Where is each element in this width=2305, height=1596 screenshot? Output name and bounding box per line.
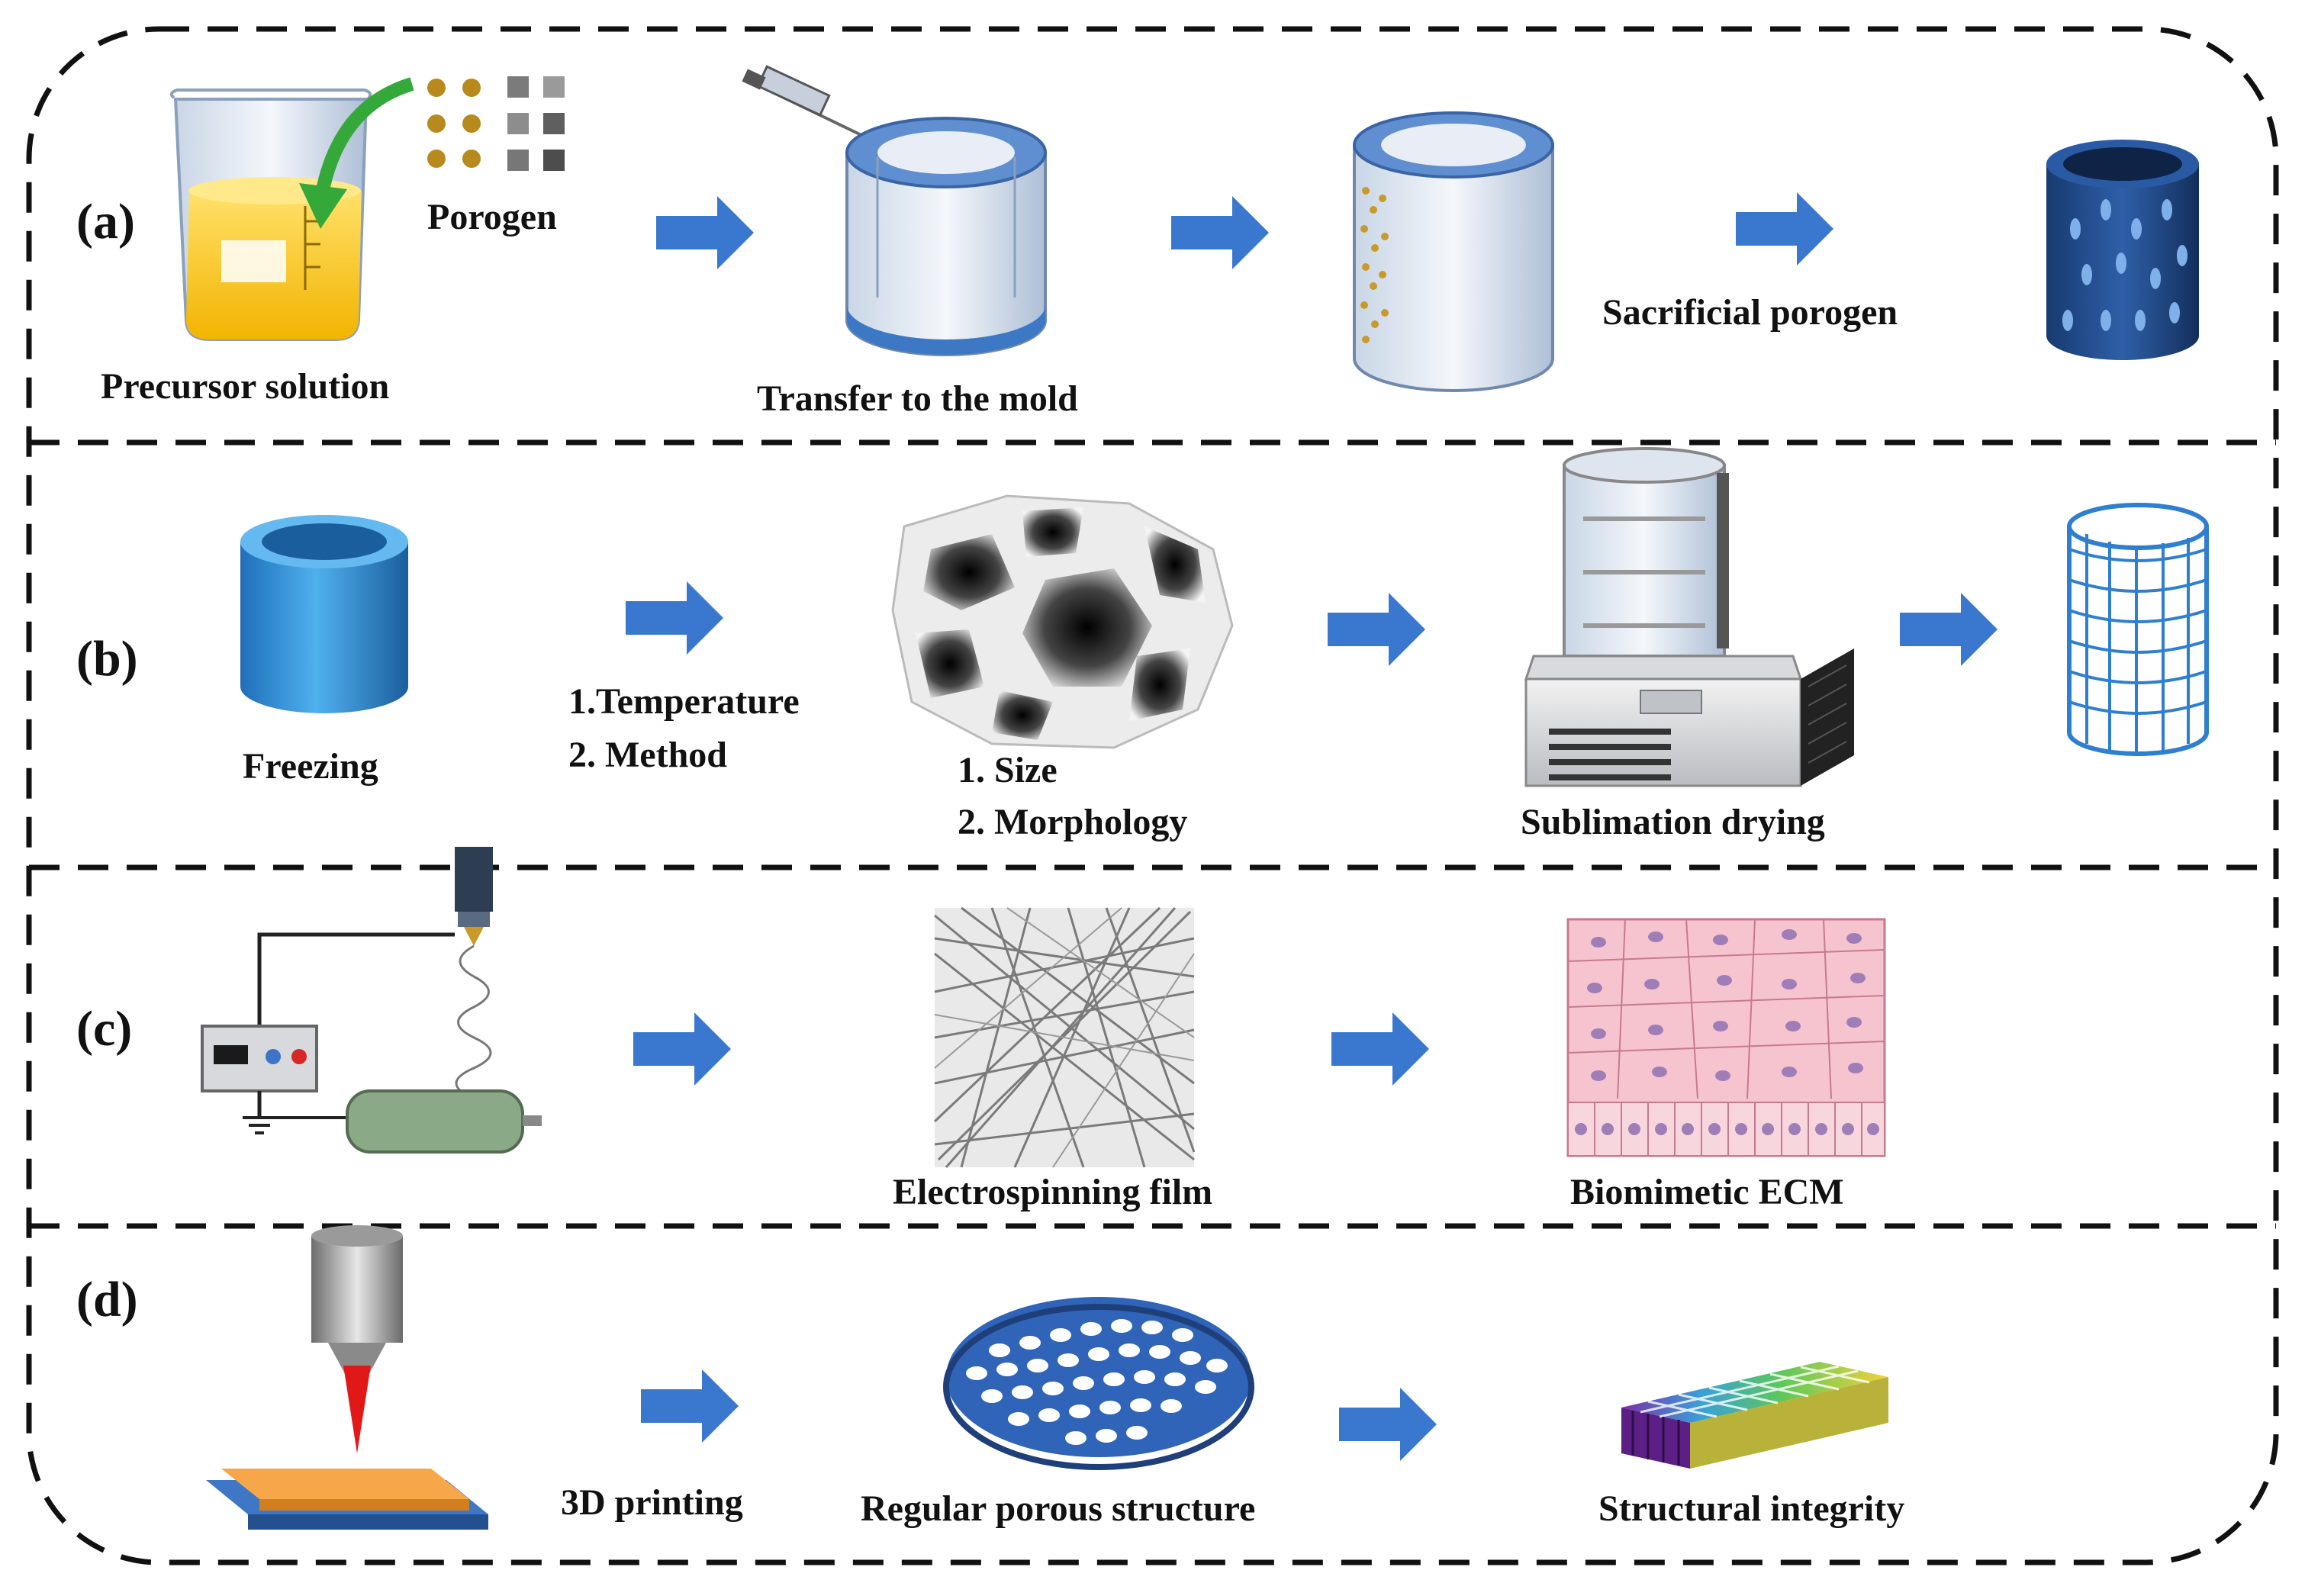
- size-label: 1. Size: [958, 750, 1058, 790]
- arrow-d1: [641, 1369, 739, 1443]
- arrow-b2: [1328, 593, 1425, 666]
- biomimetic-ecm-icon: [1566, 918, 1886, 1157]
- filled-mold-icon: [1353, 111, 1554, 392]
- electrospinning-setup-icon: [201, 847, 542, 1154]
- porogen-particles-icon: [427, 76, 565, 171]
- panel-a-label: (a): [76, 194, 135, 249]
- beaker-icon: [169, 88, 372, 341]
- arrow-a3: [1736, 192, 1833, 265]
- arrow-b1: [626, 581, 723, 655]
- regular-porous-label: Regular porous structure: [861, 1488, 1255, 1529]
- morphology-label: 2. Morphology: [958, 802, 1187, 842]
- lattice-block-icon: [1621, 1362, 1888, 1469]
- curved-arrow-icon: [299, 77, 414, 229]
- sacrificial-porogen-label: Sacrificial porogen: [1602, 292, 1898, 333]
- outer-frame: [26, 26, 2279, 1565]
- panel-b: (b) Freezing 1.Temperature 2. Method 1. …: [76, 447, 2209, 842]
- printer-nozzle-icon: [206, 1225, 488, 1530]
- arrow-d2: [1339, 1388, 1437, 1461]
- structural-integrity-label: Structural integrity: [1598, 1488, 1904, 1529]
- freezing-label: Freezing: [243, 746, 378, 787]
- fiber-mat-icon: [933, 906, 1196, 1168]
- porous-scaffold-icon: [2046, 140, 2199, 360]
- panel-c-label: (c): [76, 1001, 132, 1057]
- arrow-b3: [1900, 593, 1998, 666]
- electrospinning-film-label: Electrospinning film: [893, 1172, 1212, 1212]
- temperature-label: 1.Temperature: [568, 681, 800, 722]
- panel-c: (c): [76, 847, 1886, 1212]
- ice-pores-icon: [891, 494, 1234, 749]
- panel-b-label: (b): [76, 631, 138, 687]
- biomimetic-ecm-label: Biomimetic ECM: [1570, 1172, 1844, 1212]
- porous-mesh-cylinder-icon: [2067, 503, 2209, 756]
- sublimation-drying-label: Sublimation drying: [1521, 802, 1825, 842]
- mold-icon: [845, 117, 1047, 356]
- arrow-c1: [633, 1012, 731, 1086]
- panel-d-label: (d): [76, 1272, 138, 1327]
- arrow-c2: [1331, 1012, 1429, 1086]
- porogen-label: Porogen: [427, 197, 557, 237]
- arrow-a1: [656, 196, 754, 269]
- freeze-dryer-icon: [1524, 447, 1854, 787]
- honeycomb-disk-icon: [943, 1297, 1254, 1470]
- panel-a: (a): [76, 65, 2199, 419]
- transfer-mold-label: Transfer to the mold: [757, 378, 1078, 419]
- freezing-cylinder-icon: [240, 515, 408, 713]
- 3d-printing-label: 3D printing: [561, 1482, 743, 1523]
- panel-d: (d) 3D printing: [76, 1225, 1904, 1530]
- precursor-solution-label: Precursor solution: [101, 366, 389, 407]
- arrow-a2: [1171, 196, 1269, 269]
- syringe-icon: [742, 65, 867, 139]
- method-label: 2. Method: [568, 735, 727, 775]
